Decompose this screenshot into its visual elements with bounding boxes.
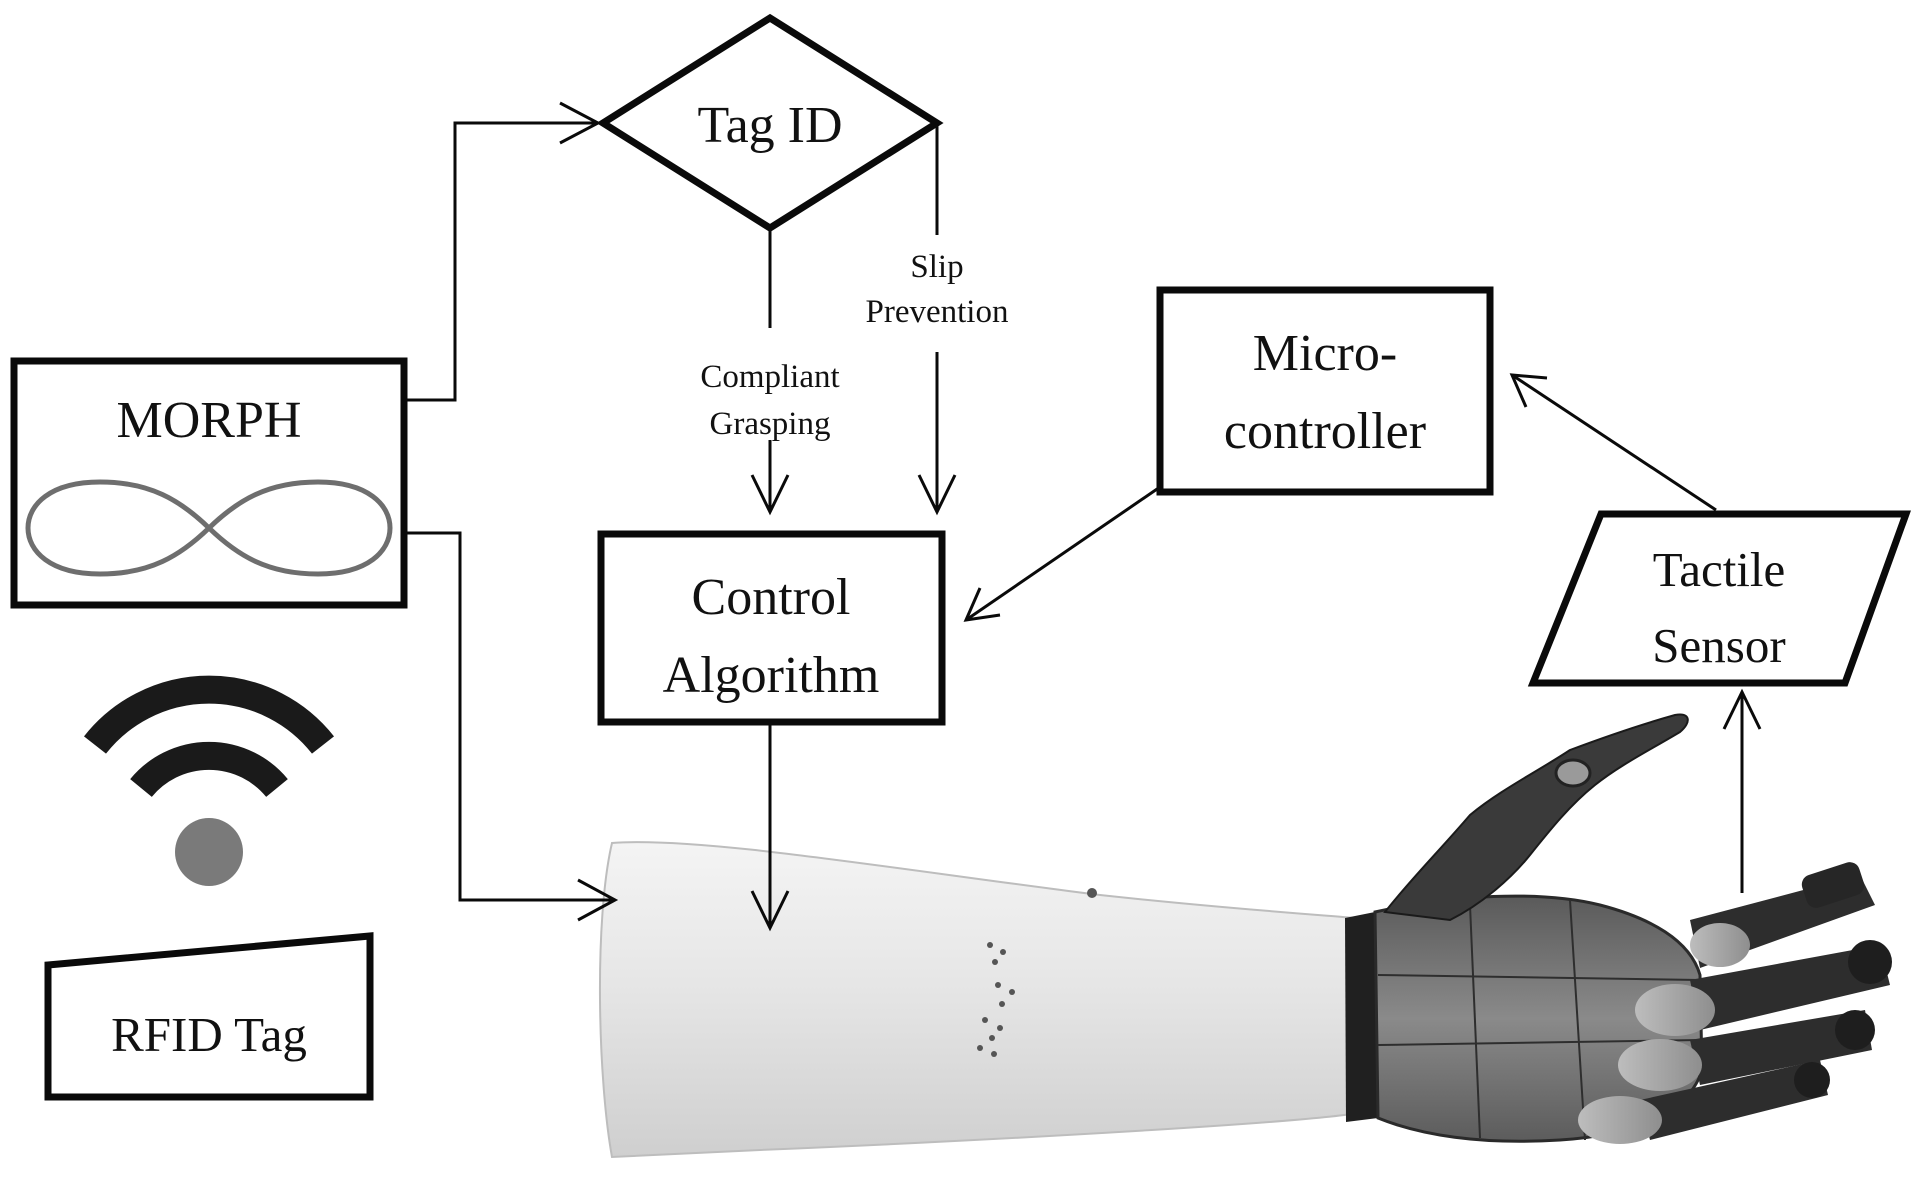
micro-label-line1: Micro-	[1253, 325, 1397, 382]
wifi-arc-inner	[130, 741, 288, 798]
thumb	[1383, 713, 1689, 922]
wifi-signal-icon	[84, 675, 334, 886]
label-slip: Slip	[910, 249, 963, 285]
connectors	[405, 101, 1762, 932]
rfid-tag-shape	[44, 932, 374, 1101]
tactile-sensor-shape	[1527, 510, 1911, 687]
finger-ring	[1618, 1010, 1875, 1091]
microcontroller-box	[1156, 286, 1494, 496]
arrowhead-compliant	[750, 474, 790, 516]
arrowhead-micro	[1509, 373, 1548, 408]
prosthetic-arm-illustration	[598, 713, 1892, 1159]
rfid-tag-node: RFID Tag	[44, 932, 374, 1101]
finger-index	[1690, 862, 1875, 968]
finger-little	[1578, 1060, 1830, 1144]
tag-id-node: Tag ID	[596, 13, 944, 233]
arrowhead-tactile	[1722, 688, 1762, 730]
micro-label-line2: controller	[1224, 403, 1426, 460]
arrow-tactile-to-micro	[1511, 373, 1717, 512]
control-label-line1: Control	[692, 569, 851, 626]
label-compliant: Compliant	[700, 359, 839, 395]
tag-id-label: Tag ID	[697, 97, 842, 154]
wifi-arc-outer	[84, 675, 334, 754]
wifi-dot	[175, 818, 243, 886]
arrowhead-arm	[577, 878, 619, 922]
arrow-morph-to-tag-id	[405, 121, 598, 402]
tactile-label-line2: Sensor	[1652, 618, 1785, 673]
forearm-shell	[598, 841, 1360, 1159]
label-prevention: Prevention	[866, 294, 1009, 330]
morph-label: MORPH	[117, 392, 302, 449]
wrist-cuff	[1345, 912, 1378, 1122]
rfid-tag-label: RFID Tag	[111, 1007, 307, 1062]
microcontroller-node: Micro- controller	[1156, 286, 1494, 496]
tag-id-diamond	[596, 13, 944, 233]
arrowhead-arm-control	[750, 890, 790, 932]
arrowhead-slip	[917, 474, 957, 516]
label-grasping: Grasping	[710, 406, 831, 442]
arrowhead-control	[963, 587, 1001, 622]
forearm-vent-dots	[977, 942, 1015, 1057]
tactile-label-line1: Tactile	[1653, 542, 1786, 597]
forearm-button	[1087, 888, 1097, 898]
arrow-morph-to-arm	[405, 531, 615, 902]
finger-middle	[1635, 940, 1892, 1036]
edge-labels: Compliant Grasping Slip Prevention	[700, 249, 1008, 442]
arrow-micro-to-control	[965, 485, 1161, 622]
thumb-joint	[1554, 758, 1592, 788]
infinity-icon	[25, 479, 393, 577]
control-label-line2: Algorithm	[663, 647, 880, 704]
control-algorithm-box	[597, 530, 946, 726]
control-algorithm-node: Control Algorithm	[597, 530, 946, 726]
tactile-sensor-node: Tactile Sensor	[1527, 510, 1911, 687]
morph-node: MORPH	[10, 357, 408, 609]
